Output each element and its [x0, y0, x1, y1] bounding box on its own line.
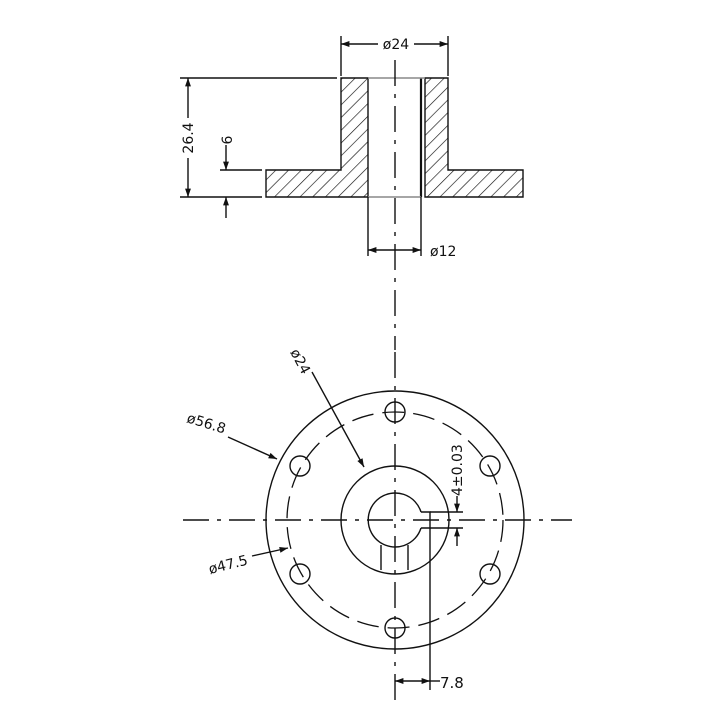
bolt-hole	[384, 617, 406, 639]
dim-flange-thickness: 6	[220, 135, 262, 218]
dim-label: ø12	[430, 244, 456, 260]
dim-label: 26.4	[181, 122, 197, 153]
dim-label: ø56.8	[185, 411, 228, 438]
section-right-half	[424, 77, 524, 198]
bolt-hole	[384, 401, 406, 423]
front-view: ø24 ø56.8 ø47.5 4±0.03 7.8	[183, 346, 572, 702]
bolt-holes	[289, 401, 501, 639]
bolt-hole	[289, 455, 311, 477]
dim-label: ø24	[383, 37, 409, 53]
bore-circle	[367, 492, 422, 548]
outer-circle	[265, 390, 525, 650]
dim-keyway-depth: 7.8	[395, 528, 464, 692]
keyway	[421, 511, 431, 529]
dim-label: ø47.5	[207, 553, 249, 578]
dim-boss-diameter: ø24	[340, 36, 449, 76]
dim-bolt-circle-diameter: ø47.5	[207, 546, 289, 578]
bolt-hole	[289, 563, 311, 585]
dim-label: 7.8	[440, 674, 464, 692]
dim-outer-diameter: ø56.8	[185, 411, 278, 460]
flat-slot	[380, 545, 409, 570]
bolt-hole	[479, 563, 501, 585]
bolt-hole	[479, 455, 501, 477]
dim-label: ø24	[286, 346, 313, 377]
dim-bore-diameter: ø12	[367, 197, 456, 260]
dim-label: 6	[220, 135, 236, 144]
hub-circle	[340, 465, 450, 575]
section-view: ø24 26.4 6 ø12	[178, 36, 524, 350]
dim-hub-diameter: ø24	[286, 346, 365, 468]
dim-label: 4±0.03	[450, 444, 466, 496]
dim-total-height: 26.4	[178, 77, 337, 198]
dim-keyway-width: 4±0.03	[430, 444, 466, 546]
bolt-circle	[286, 411, 504, 629]
section-left-half	[265, 77, 369, 198]
